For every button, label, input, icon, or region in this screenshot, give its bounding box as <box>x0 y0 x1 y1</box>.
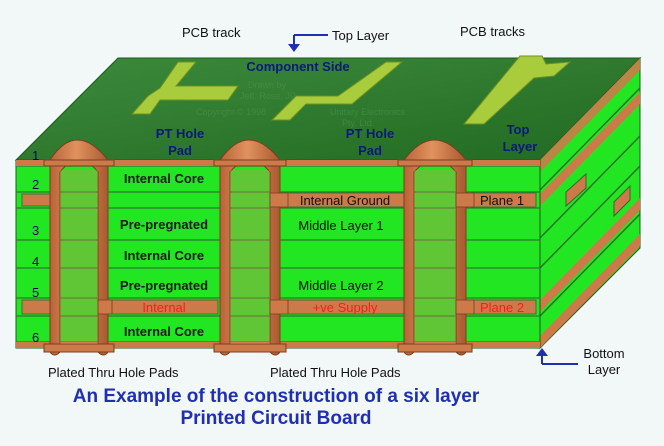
label-supply: +ve Supply <box>313 300 378 315</box>
label-middle-layer-2: Middle Layer 2 <box>298 278 383 293</box>
layer-number-4: 4 <box>32 254 39 269</box>
label-pcb-track: PCB track <box>182 25 241 40</box>
caption-line-1: An Example of the construction of a six … <box>73 386 480 407</box>
side-cutout-1 <box>565 172 587 208</box>
side-copper-top <box>540 58 640 172</box>
watermark-company-2: Pty. Ltd. <box>342 118 374 128</box>
label-plane-2: Plane 2 <box>480 300 524 315</box>
side-copper-plane-2 <box>540 198 640 312</box>
label-pt-hole-left: PT Hole <box>156 126 204 141</box>
label-component-side: Component Side <box>246 59 349 74</box>
label-pad-middle: Pad <box>358 143 382 158</box>
pcb-track-middle <box>270 61 404 121</box>
label-internal-core-2: Internal Core <box>124 248 204 263</box>
label-plated-thru-middle: Plated Thru Hole Pads <box>270 365 401 380</box>
layer-number-5: 5 <box>32 285 39 300</box>
layer-number-3: 3 <box>32 223 39 238</box>
left-pad-5 <box>21 299 51 315</box>
label-pre-pregnated-1: Pre-pregnated <box>120 217 208 232</box>
label-middle-layer-1: Middle Layer 1 <box>298 218 383 233</box>
label-internal-ground: Internal Ground <box>300 193 390 208</box>
watermark-copyright: Copyright © 1998 <box>196 107 266 117</box>
label-pre-pregnated-2: Pre-pregnated <box>120 278 208 293</box>
pcb-track-right <box>462 55 572 125</box>
side-layer-lines <box>539 87 641 317</box>
label-internal-core-3: Internal Core <box>124 324 204 339</box>
label-layer-side: Layer <box>503 139 538 154</box>
watermark-author: Jeff. Rose, JP <box>240 91 296 101</box>
label-bottom-layer: Layer <box>588 362 621 377</box>
watermark-company: Unitary Electronics <box>330 107 406 117</box>
watermark-drawn-by: Drawn by <box>248 80 287 90</box>
caption-line-2: Printed Circuit Board <box>180 408 371 429</box>
label-plane-1: Plane 1 <box>480 193 524 208</box>
side-copper-bottom <box>540 234 640 348</box>
layer-number-6: 6 <box>32 330 39 345</box>
side-copper-plane-1 <box>540 92 640 206</box>
plated-hole-3 <box>397 139 473 356</box>
plated-hole-2 <box>213 139 287 356</box>
bottom-layer-arrow <box>536 348 578 365</box>
side-cutout-2 <box>613 184 631 218</box>
label-top-layer: Top Layer <box>332 28 390 43</box>
label-pt-hole-middle: PT Hole <box>346 126 394 141</box>
label-internal-core-1: Internal Core <box>124 171 204 186</box>
barrel-connections <box>97 192 475 315</box>
label-bottom: Bottom <box>583 346 624 361</box>
pcb-track-left <box>130 61 239 115</box>
label-pad-left: Pad <box>168 143 192 158</box>
layer-number-2: 2 <box>32 177 39 192</box>
plated-hole-1 <box>43 139 115 356</box>
label-top-side: Top <box>507 122 530 137</box>
label-internal: Internal <box>142 300 185 315</box>
layer-number-1: 1 <box>32 148 39 163</box>
label-pcb-tracks: PCB tracks <box>460 24 526 39</box>
left-pad-2 <box>21 193 51 207</box>
top-layer-arrow <box>288 34 328 52</box>
label-plated-thru-left: Plated Thru Hole Pads <box>48 365 179 380</box>
